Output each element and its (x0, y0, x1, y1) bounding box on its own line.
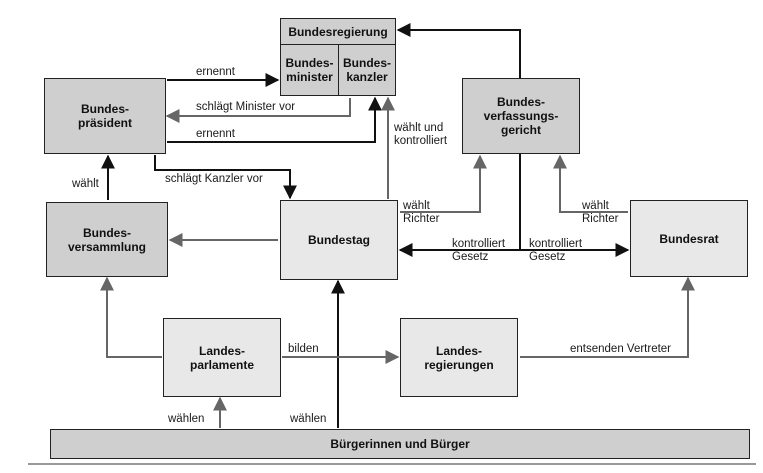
label-waehlen-landesparlamente: wählen (168, 413, 205, 425)
label-waehlt-richter-bundesrat: wählt Richter (582, 200, 619, 225)
landesregierungen-box: Landes- regierungen (400, 318, 518, 397)
bundestag-box: Bundestag (280, 200, 398, 280)
landesparlamente-box: Landes- parlamente (163, 318, 281, 397)
arrow-lp-bundesversammlung (100, 276, 162, 358)
label-schlaegt-minister-vor: schlägt Minister vor (196, 101, 296, 113)
bundeskanzler-box: Bundes- kanzler (338, 44, 396, 96)
bundesminister-box: Bundes- minister (280, 44, 339, 96)
label-ernennt-kanzler: ernennt (196, 128, 236, 140)
arrow-br-waehlt-richter (553, 154, 628, 213)
bundesverfassungsgericht-box: Bundes- verfassungs- gericht (462, 78, 580, 154)
arrow-bt-waehlt-richter (400, 154, 487, 213)
label-waehlt-praesident: wählt (72, 178, 99, 190)
arrow-ernennt-kanzler (167, 96, 382, 143)
arrow-bverfg-kontrolliert-regierung (396, 23, 521, 78)
label-waehlt-richter-bundestag: wählt Richter (403, 200, 440, 225)
label-schlaegt-kanzler-vor: schlägt Kanzler vor (165, 173, 263, 185)
bundespraesident-box: Bundes- präsident (44, 78, 166, 154)
label-kontrolliert-gesetz-bundesrat: kontrolliert Gesetz (529, 238, 583, 263)
label-entsenden-vertreter: entsenden Vertreter (570, 343, 672, 355)
bundesversammlung-box: Bundes- versammlung (46, 202, 168, 277)
label-bilden: bilden (288, 343, 319, 355)
arrow-schlaegt-minister-vor (165, 98, 351, 123)
label-ernennt-minister: ernennt (196, 66, 236, 78)
label-kontrolliert-gesetz-bundestag: kontrolliert Gesetz (452, 238, 506, 263)
arrow-schlaegt-kanzler-vor (154, 155, 297, 200)
bundesrat-box: Bundesrat (630, 200, 748, 277)
buerger-box: Bürgerinnen und Bürger (50, 429, 750, 459)
label-waehlt-und-kontrolliert: wählt und kontrolliert (394, 122, 448, 147)
label-waehlen-bundestag: wählen (290, 413, 327, 425)
arrow-entsenden-vertreter (520, 276, 695, 358)
bundesregierung-box: Bundesregierung (280, 18, 396, 45)
